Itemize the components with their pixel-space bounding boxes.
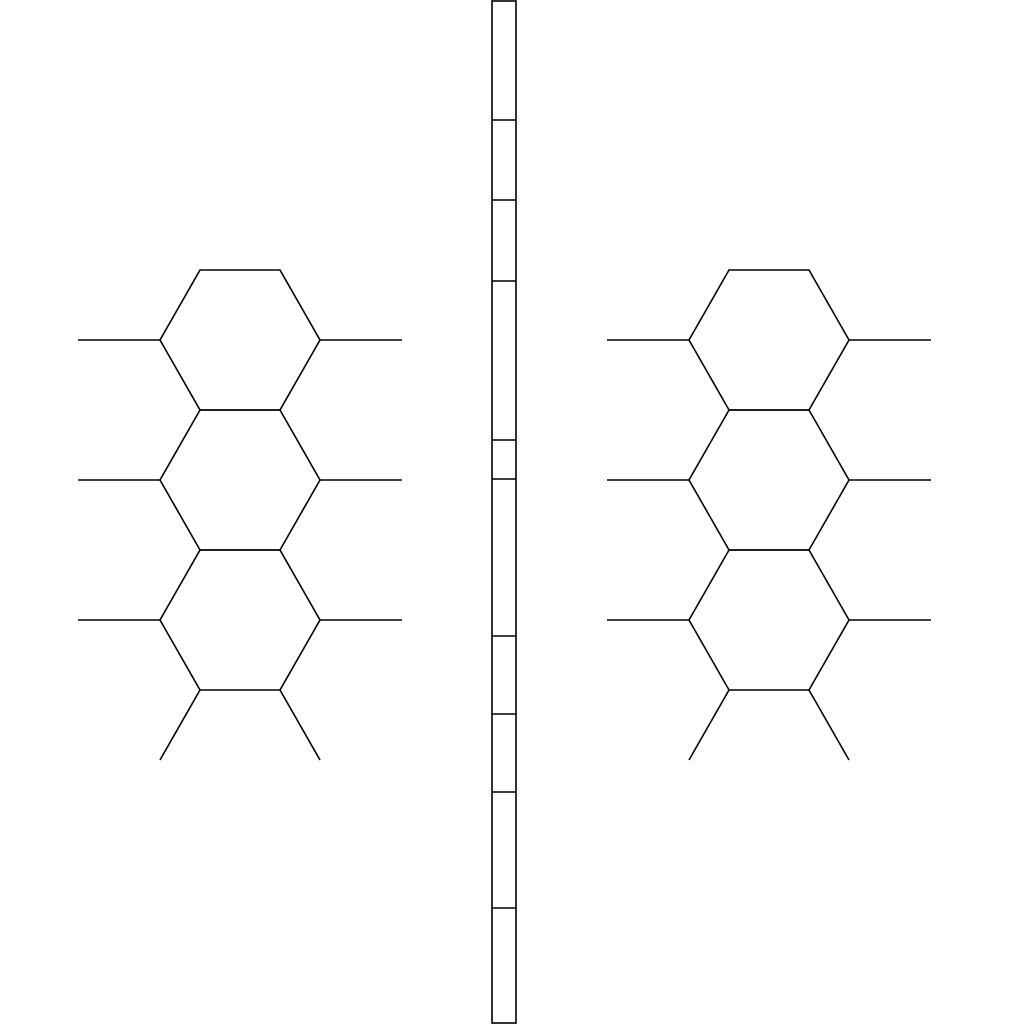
strip-outline (491, 0, 517, 1024)
bottom-left-leg-line (688, 689, 730, 761)
bottom-right-leg-line (279, 689, 321, 761)
right-hexagon-ladder (607, 269, 931, 761)
left-hexagon-ladder (78, 269, 402, 761)
bottom-left-leg-line (159, 689, 201, 761)
center-segmented-strip (491, 0, 517, 1024)
bottom-right-leg-line (808, 689, 850, 761)
